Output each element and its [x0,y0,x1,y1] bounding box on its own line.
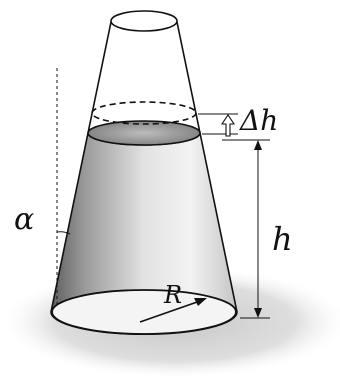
base-ellipse [51,289,237,335]
h-arrow-bottom [254,308,262,318]
h-arrow-top [254,140,262,150]
cone-wall-left [87,21,112,134]
alpha-arc [56,231,71,235]
raised-level-dashed [91,101,197,125]
label-R: R [163,281,182,309]
label-delta-h: Δh [239,104,278,137]
label-h: h [272,220,293,258]
top-opening [110,10,178,32]
radius-arrow-line [139,300,201,323]
delta-h-up-arrow [220,114,236,137]
cone-wall-right [176,21,201,134]
radius-arrowhead [194,298,207,306]
label-alpha: α [14,202,34,237]
